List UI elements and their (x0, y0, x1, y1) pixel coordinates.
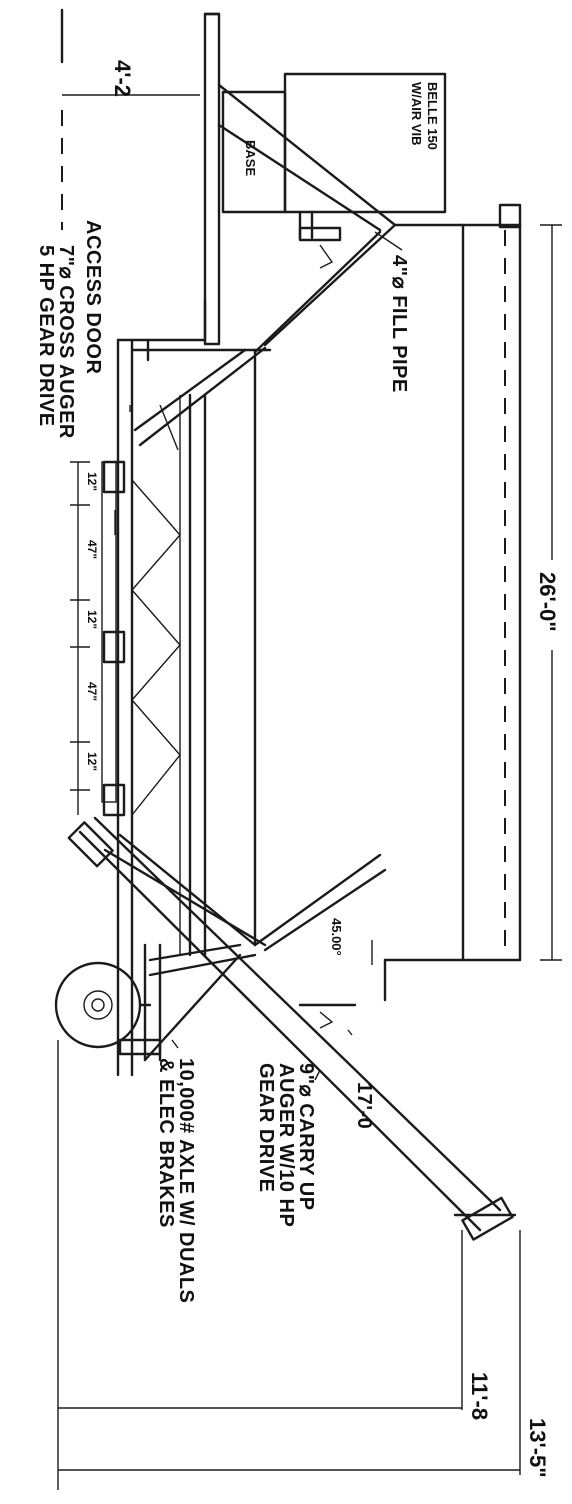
dimension-13-5: 13'-5" (525, 1418, 550, 1478)
carry-auger-label-line1: 9"⌀ CARRY UP (295, 1063, 317, 1211)
fill-pipe-label: 4"⌀ FILL PIPE (388, 255, 410, 393)
left-dimension-lines (60, 8, 200, 230)
dimension-26-lines (540, 224, 562, 961)
bottom-dimension-lines (57, 1040, 521, 1490)
carry-up-auger (67, 816, 517, 1241)
dimension-47-a: 47" (85, 540, 99, 559)
axle-wheel (54, 961, 152, 1049)
wheel (54, 961, 142, 1049)
dimension-12-c: 12" (85, 752, 99, 771)
hopper-body (383, 203, 522, 962)
carry-auger-label-line3: GEAR DRIVE (255, 1063, 277, 1192)
angle-label: 45.00° (329, 918, 344, 956)
dimension-12-a: 12" (85, 472, 99, 491)
dimension-12-b: 12" (85, 610, 99, 629)
belle-label-line1: BELLE 150 (425, 82, 440, 150)
dimension-26: 26'-0" (535, 572, 560, 632)
belle-box (283, 72, 447, 214)
leader-lines (114, 231, 403, 1081)
mixer-unit (221, 72, 447, 242)
cross-auger-label-line2: 5 HP GEAR DRIVE (35, 245, 57, 427)
axle-label-line1: 10,000# AXLE W/ DUALS (175, 1058, 197, 1303)
cross-auger-label-line1: 7"⌀ CROSS AUGER (55, 245, 77, 439)
dimension-47-b: 47" (85, 682, 99, 701)
carry-auger-label-line2: AUGER W/10 HP (275, 1063, 297, 1227)
belle-label-line2: W/AIR VIB (409, 82, 424, 146)
dimension-4-2: 4'-2 (110, 60, 135, 97)
dimension-17-label: 17'-0 (353, 1082, 375, 1129)
dimension-11-8: 11'-8 (467, 1372, 492, 1420)
access-door-label: ACCESS DOOR (82, 220, 104, 374)
wheel-hub (83, 990, 113, 1020)
axle-label-line2: & ELEC BRAKES (155, 1058, 177, 1228)
cross-auger (70, 460, 181, 817)
base-label: BASE (243, 140, 258, 176)
